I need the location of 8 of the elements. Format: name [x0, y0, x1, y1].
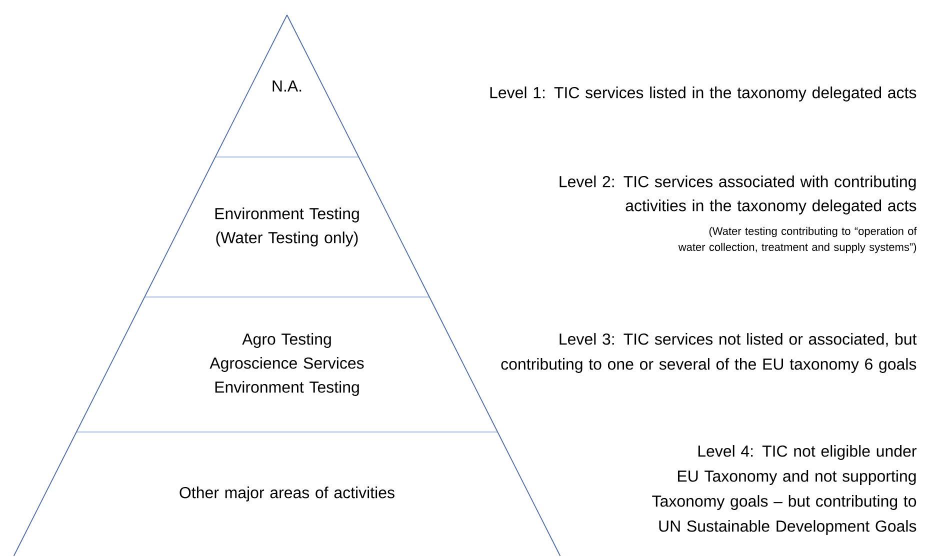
note-text: (Water testing contributing to “operation of water collection, treatment and supply systems”) [678, 226, 917, 254]
pyramid-band: Agro Testing Agroscience Services Environment Testing [76, 296, 498, 432]
pyramid-band: Environment Testing (Water Testing only) [144, 156, 430, 298]
level-description: Level 4: TIC not eligible under EU Taxonomy and not supporting Taxonomy goals – but contributing to UN Sustainable Development Goals [652, 445, 916, 535]
pyramid-band: N.A. [214, 14, 360, 158]
pyramid-band: Other major areas of activities [13, 432, 561, 556]
level-description: Level 2: TIC services associated with contributing activities in the taxonomy delegated acts [560, 176, 916, 214]
level-description: Level 1: TIC services listed in the taxonomy delegated acts [490, 86, 916, 102]
